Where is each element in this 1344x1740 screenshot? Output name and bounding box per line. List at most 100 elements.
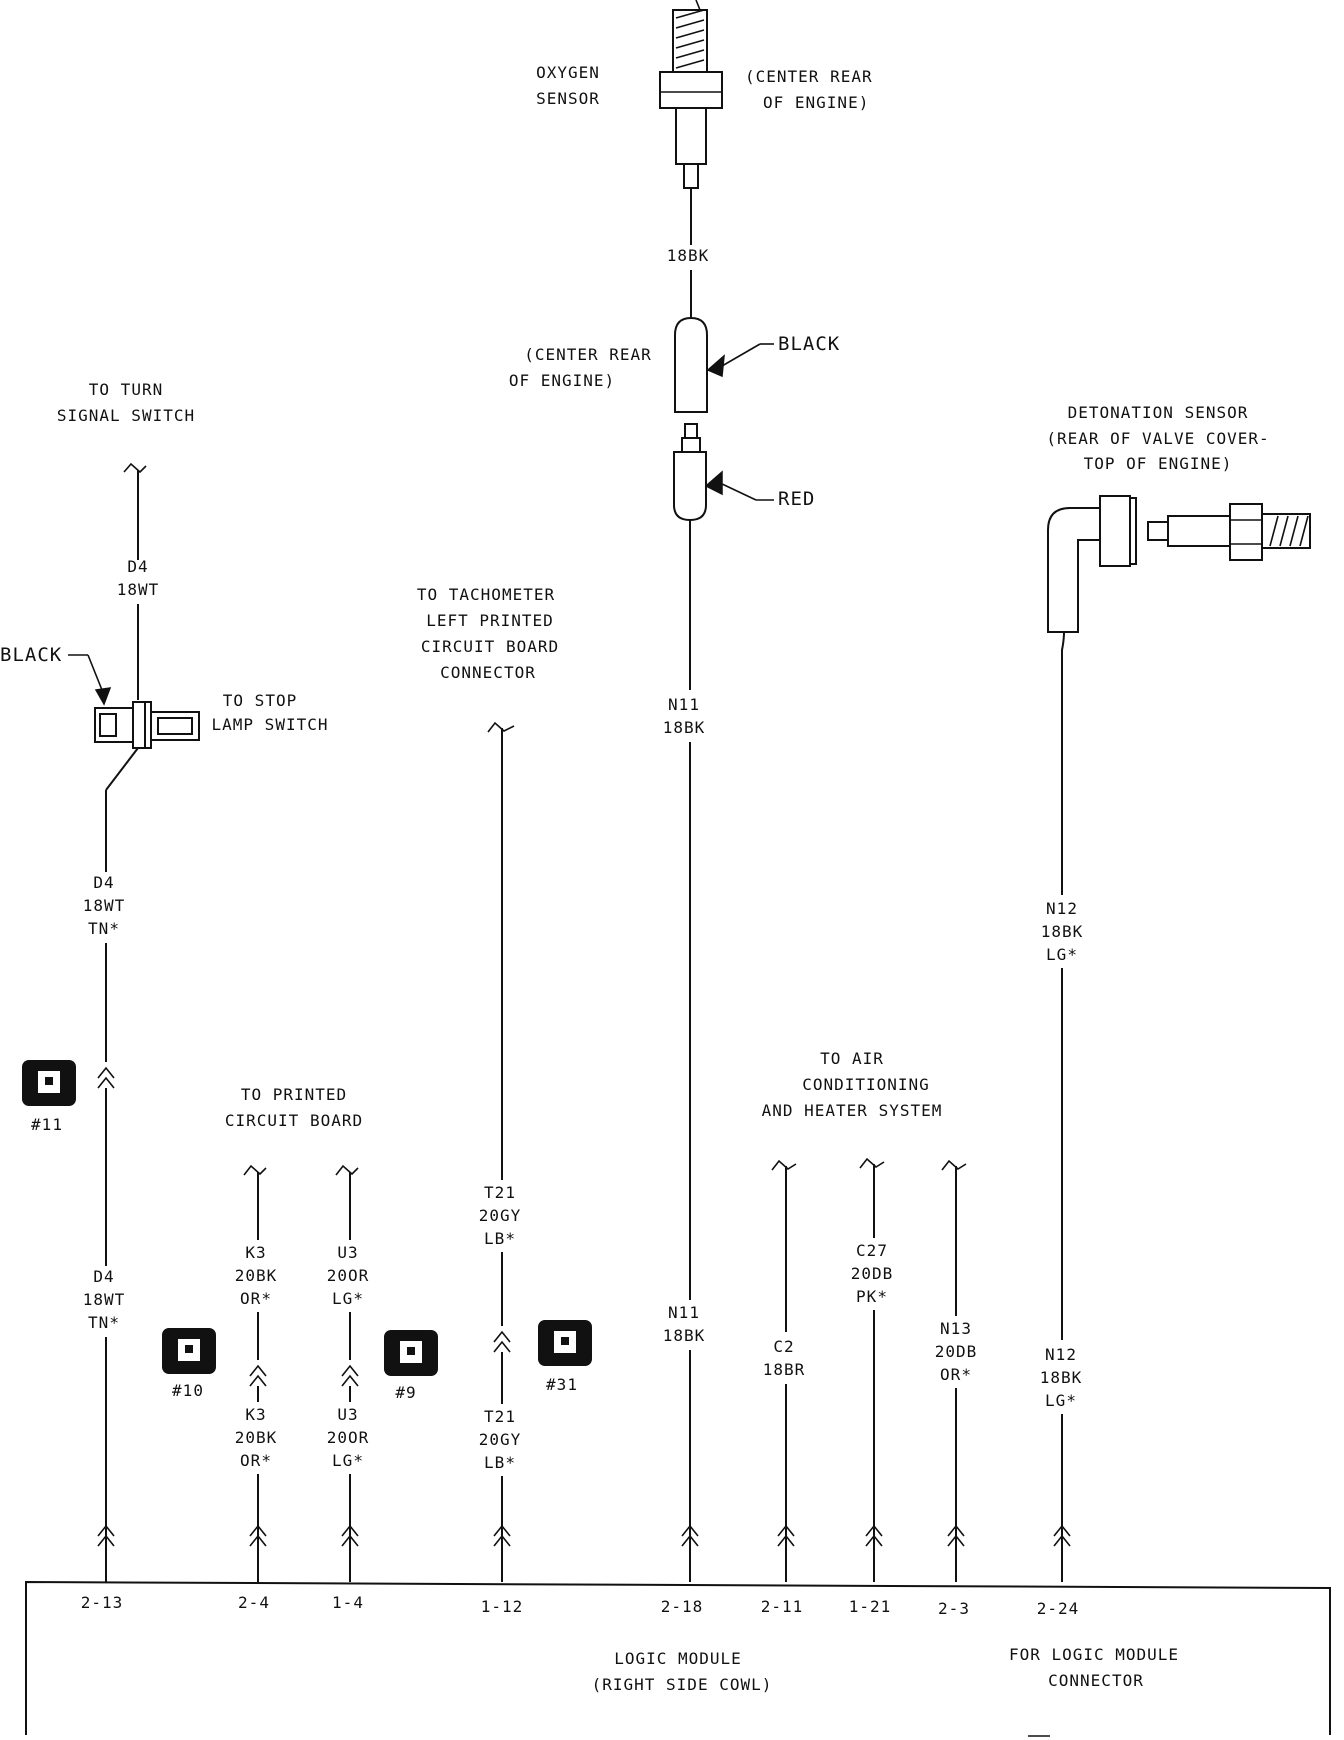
- o2-connector-location-2: OF ENGINE): [509, 371, 615, 390]
- pin-1-21: 1-21: [849, 1597, 892, 1616]
- k3-top-label-2: 20BK: [235, 1266, 278, 1285]
- printed-circuit-label-2: CIRCUIT BOARD: [225, 1111, 363, 1130]
- n12-low-label-3: LG*: [1045, 1391, 1077, 1410]
- red-connector-label: RED: [778, 488, 815, 510]
- tachometer-label-2: LEFT PRINTED: [426, 611, 554, 630]
- n11-top-label-1: N11: [668, 695, 700, 714]
- c27-label-3: PK*: [856, 1287, 888, 1306]
- connector-10-icon: [162, 1328, 216, 1374]
- u3-inline-connector: [341, 1364, 359, 1387]
- logic-module-label-1: LOGIC MODULE: [614, 1649, 742, 1668]
- oxygen-sensor-location-1: (CENTER REAR: [745, 67, 873, 86]
- pin-2-18: 2-18: [661, 1597, 704, 1616]
- d4-low-label-2: 18WT: [83, 1290, 126, 1309]
- red-connector: [673, 451, 707, 522]
- n12-wire: [1061, 631, 1065, 895]
- u3-top-label-1: U3: [337, 1243, 358, 1262]
- u3-low-label-3: LG*: [332, 1451, 364, 1470]
- o2-connector-location-1: (CENTER REAR: [524, 345, 652, 364]
- n12-top-label-2: 18BK: [1041, 922, 1084, 941]
- k3-top-label-1: K3: [245, 1243, 266, 1262]
- pin-2-4: 2-4: [238, 1593, 270, 1612]
- pin-1-4: 1-4: [332, 1593, 364, 1612]
- logic-module-connector-label-1: FOR LOGIC MODULE: [1009, 1645, 1179, 1664]
- pin-2-3: 2-3: [938, 1599, 970, 1618]
- tachometer-label-4: CONNECTOR: [440, 663, 536, 682]
- d4-mid-label-2: 18WT: [83, 896, 126, 915]
- k3-low-label-3: OR*: [240, 1451, 272, 1470]
- logic-module-connector-label-2: CONNECTOR: [1048, 1671, 1144, 1690]
- k3-top-label-3: OR*: [240, 1289, 272, 1308]
- turn-signal-label-1: TO TURN: [89, 380, 163, 399]
- d4-low-label-1: D4: [93, 1267, 114, 1286]
- detonation-sensor-label-3: TOP OF ENGINE): [1084, 454, 1233, 473]
- n12-low-label-1: N12: [1045, 1345, 1077, 1364]
- module-terminals: [97, 1524, 1071, 1547]
- air-conditioning-label-2: CONDITIONING: [802, 1075, 930, 1094]
- tachometer-label-1: TO TACHOMETER: [417, 585, 555, 604]
- stop-lamp-black-arrow: [94, 687, 112, 706]
- connector-9-label: #9: [395, 1383, 416, 1402]
- c2-label-2: 18BR: [763, 1360, 806, 1379]
- logic-module-label-2: (RIGHT SIDE COWL): [592, 1675, 773, 1694]
- k3-low-label-2: 20BK: [235, 1428, 278, 1447]
- logic-module-box: [25, 1580, 1331, 1735]
- d4-mid-label-3: TN*: [88, 919, 120, 938]
- tachometer-label-3: CIRCUIT BOARD: [421, 637, 559, 656]
- t21-top-label-3: LB*: [484, 1229, 516, 1248]
- t21-top-label-1: T21: [484, 1183, 516, 1202]
- connector-9-icon: [384, 1330, 438, 1376]
- air-conditioning-label-1: TO AIR: [820, 1049, 884, 1068]
- turn-signal-wire-break: [123, 462, 147, 474]
- oxygen-sensor-label-2: SENSOR: [536, 89, 600, 108]
- t21-low-label-1: T21: [484, 1407, 516, 1426]
- connector-31-label: #31: [546, 1375, 578, 1394]
- d4-inline-connector: [97, 1066, 115, 1089]
- connector-31-icon: [538, 1320, 592, 1366]
- t21-low-label-2: 20GY: [479, 1430, 522, 1449]
- n11-top-label-2: 18BK: [663, 718, 706, 737]
- c27-label-2: 20DB: [851, 1264, 894, 1283]
- red-connector-arrow: [704, 470, 723, 496]
- oxygen-sensor-location-2: OF ENGINE): [763, 93, 869, 112]
- pin-2-24: 2-24: [1037, 1599, 1080, 1618]
- k3-low-label-1: K3: [245, 1405, 266, 1424]
- detonation-sensor-label-2: (REAR OF VALVE COVER-: [1046, 429, 1269, 448]
- detonation-sensor-label-1: DETONATION SENSOR: [1068, 403, 1249, 422]
- stop-lamp-label-2: LAMP SWITCH: [212, 715, 329, 734]
- n13-label-3: OR*: [940, 1365, 972, 1384]
- air-conditioning-label-3: AND HEATER SYSTEM: [762, 1101, 943, 1120]
- pin-1-12: 1-12: [481, 1597, 524, 1616]
- n13-label-1: N13: [940, 1319, 972, 1338]
- n11-low-label-1: N11: [668, 1303, 700, 1322]
- stop-lamp-connector: [94, 701, 200, 749]
- oxygen-sensor: [659, 0, 723, 189]
- n12-top-label-1: N12: [1046, 899, 1078, 918]
- o2-wire-label: 18BK: [667, 246, 710, 265]
- detonation-sensor: [1047, 495, 1311, 633]
- connector-11-icon: [22, 1060, 76, 1106]
- black-connector-arrow: [706, 354, 725, 378]
- n11-low-label-2: 18BK: [663, 1326, 706, 1345]
- u3-top-label-2: 20OR: [327, 1266, 370, 1285]
- stop-lamp-black-label: BLACK: [0, 644, 62, 666]
- u3-top-label-3: LG*: [332, 1289, 364, 1308]
- black-connector-label: BLACK: [778, 333, 840, 355]
- n13-label-2: 20DB: [935, 1342, 978, 1361]
- t21-low-label-3: LB*: [484, 1453, 516, 1472]
- t21-inline-connector: [493, 1330, 511, 1353]
- n12-top-label-3: LG*: [1046, 945, 1078, 964]
- black-connector: [674, 316, 708, 413]
- pin-2-11: 2-11: [761, 1597, 804, 1616]
- c2-label-1: C2: [773, 1337, 794, 1356]
- turn-signal-label-2: SIGNAL SWITCH: [57, 406, 195, 425]
- connector-10-label: #10: [172, 1381, 204, 1400]
- connector-11-label: #11: [31, 1115, 63, 1134]
- printed-circuit-label-1: TO PRINTED: [241, 1085, 347, 1104]
- stop-lamp-label-1: TO STOP: [223, 691, 297, 710]
- c27-label-1: C27: [856, 1241, 888, 1260]
- u3-low-label-1: U3: [337, 1405, 358, 1424]
- pin-2-13: 2-13: [81, 1593, 124, 1612]
- u3-low-label-2: 20OR: [327, 1428, 370, 1447]
